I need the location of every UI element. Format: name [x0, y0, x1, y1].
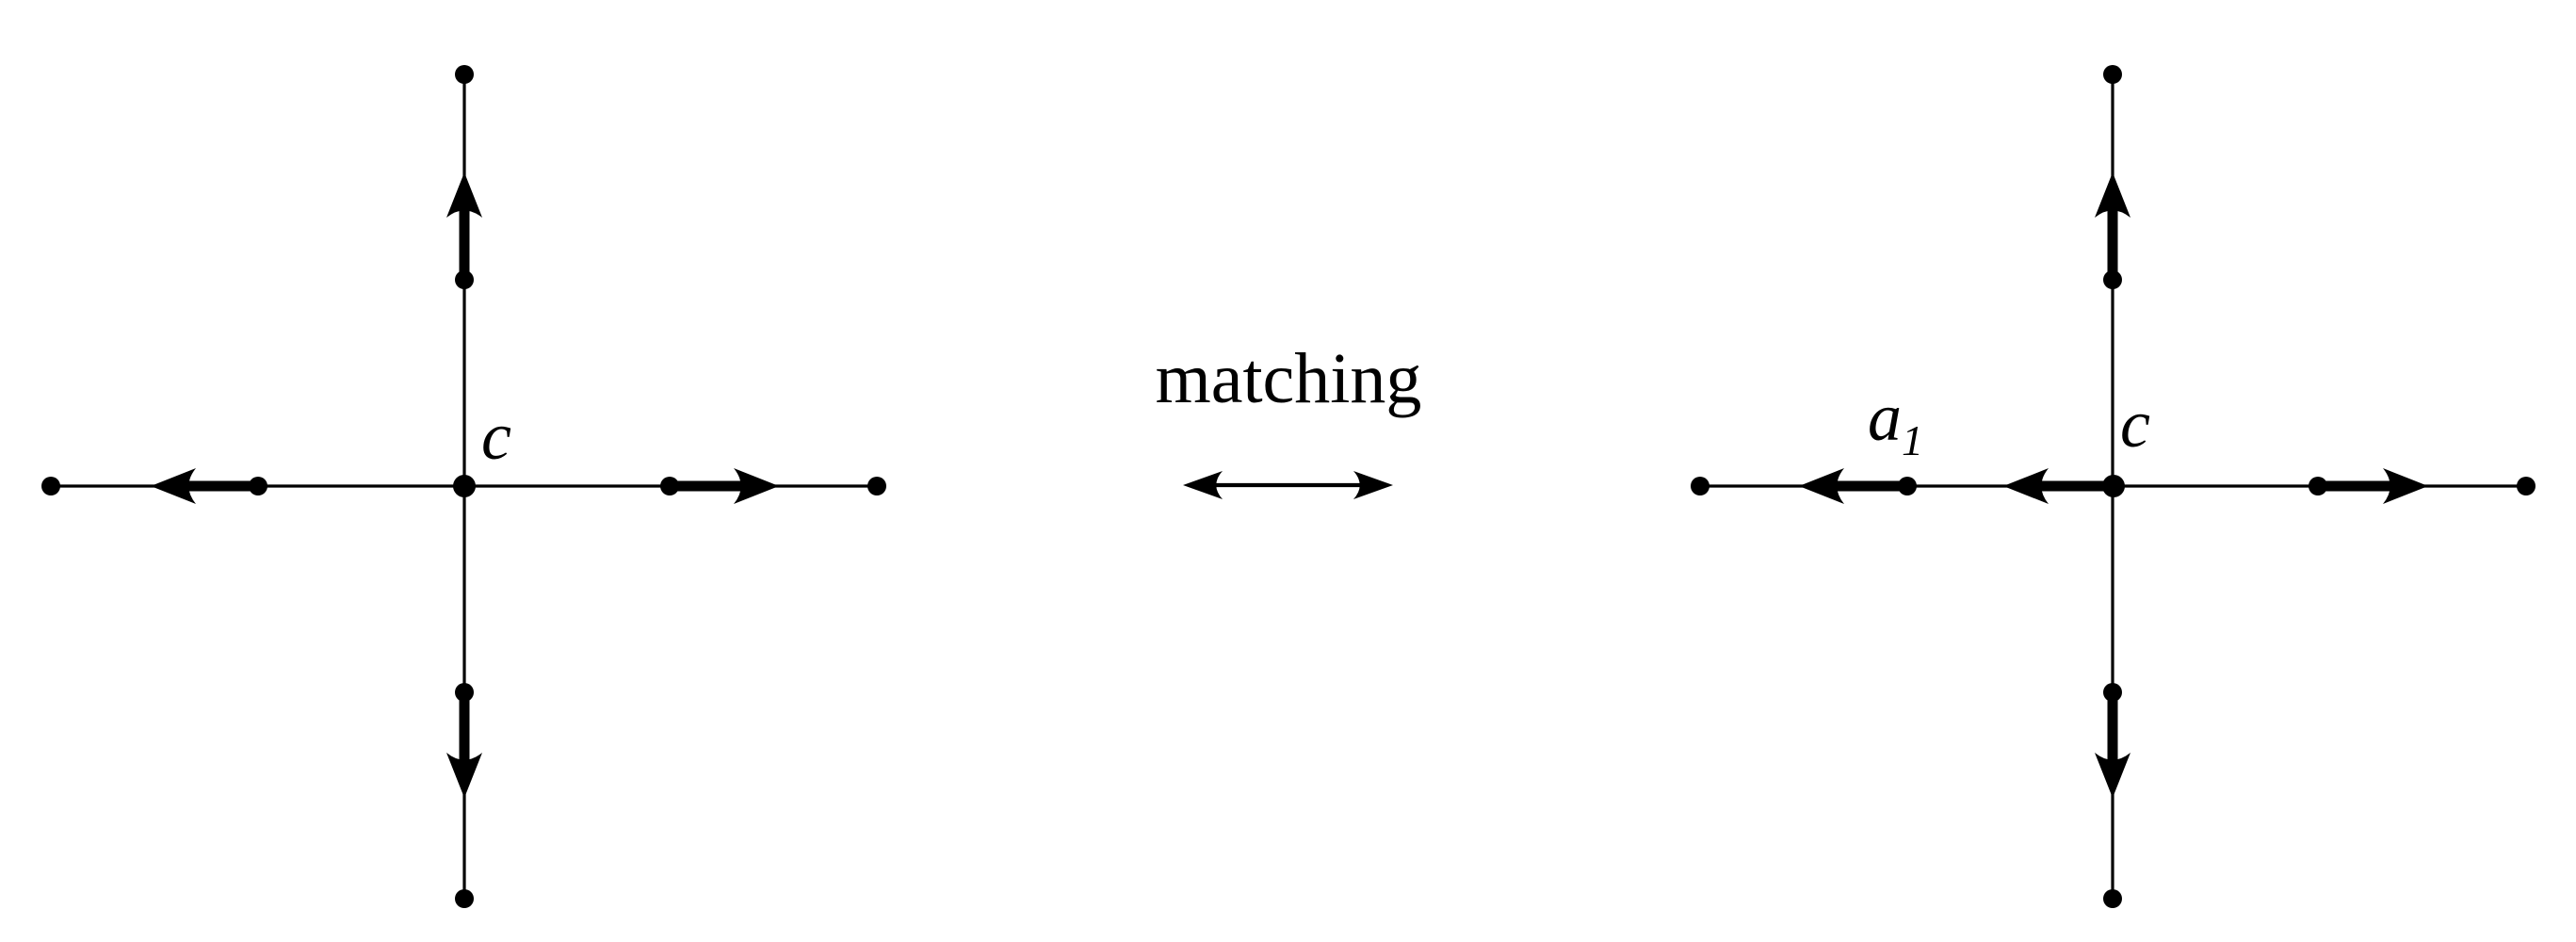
direction-arrow-head — [734, 468, 779, 504]
vertex-dot — [453, 475, 476, 497]
direction-arrow-head — [2095, 172, 2130, 218]
vertex-dot — [660, 477, 679, 495]
vertex-dot — [455, 65, 474, 84]
direction-arrow-head — [2095, 753, 2130, 798]
vertex-dot — [2102, 475, 2125, 497]
vertex-dot — [2103, 683, 2122, 702]
edge-label-subscript: 1 — [1902, 416, 1923, 464]
right-cross-center-label: c — [2120, 386, 2150, 462]
vertex-dot — [1691, 477, 1709, 495]
matching-arrow-head-left — [1183, 471, 1223, 499]
direction-arrow-head — [446, 753, 482, 798]
direction-arrow-head — [2003, 468, 2049, 504]
vertex-dot — [455, 270, 474, 289]
vertex-dot — [455, 683, 474, 702]
vertex-dot — [41, 477, 60, 495]
vertex-dot — [2517, 477, 2535, 495]
direction-arrow-head — [446, 172, 482, 218]
vertex-dot — [867, 477, 886, 495]
edge-label-main: a — [1868, 380, 1902, 455]
matching-label: matching — [1156, 339, 1422, 418]
vertex-dot — [2103, 270, 2122, 289]
vertex-dot — [249, 477, 267, 495]
vertex-dot — [2103, 889, 2122, 908]
direction-arrow-head — [1799, 468, 1844, 504]
vertex-dot — [455, 889, 474, 908]
geometry-layer — [41, 65, 2535, 908]
matching-arrow-head-right — [1353, 471, 1393, 499]
direction-arrow-head — [2383, 468, 2428, 504]
vertex-dot — [2103, 65, 2122, 84]
vertex-dot — [1898, 477, 1917, 495]
vertex-dot — [2309, 477, 2327, 495]
edge-label-a1: a1 — [1868, 380, 1923, 464]
direction-arrow-head — [151, 468, 196, 504]
left-cross-center-label: c — [481, 398, 511, 474]
